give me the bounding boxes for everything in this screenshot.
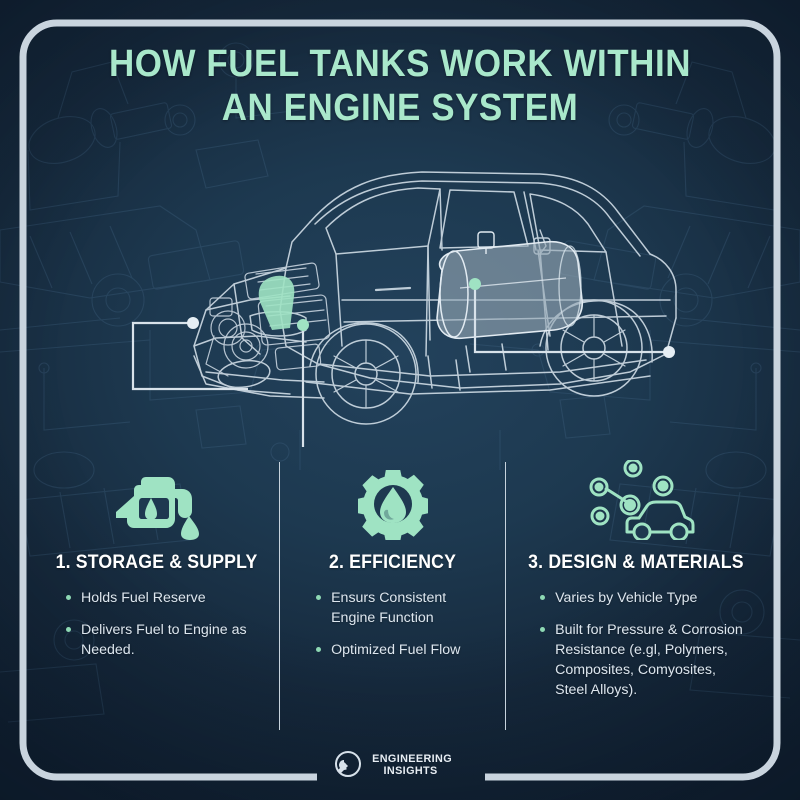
column-2-heading: 2. EFFICIENCY	[329, 552, 457, 573]
list-item: Ensurs Consistent Engine Function	[316, 588, 489, 628]
list-item: Built for Pressure & Corrosion Resistanc…	[540, 620, 750, 700]
list-item: Holds Fuel Reserve	[66, 588, 263, 608]
fuel-nozzle-icon	[48, 462, 265, 540]
molecule-car-icon	[520, 460, 752, 540]
title-line-2: AN ENGINE SYSTEM	[221, 87, 579, 129]
column-storage-supply: 1. STORAGE & SUPPLY Holds Fuel Reserve D…	[34, 462, 279, 730]
column-design-materials: 3. DESIGN & MATERIALS Varies by Vehicle …	[505, 460, 766, 730]
car-cutaway-illustration	[193, 171, 677, 425]
column-efficiency: 2. EFFICIENCY Ensurs Consistent Engine F…	[279, 462, 505, 730]
page-title: HOW FUEL TANKS WORK WITHIN AN ENGINE SYS…	[32, 42, 768, 130]
brand-line-2: INSIGHTS	[383, 765, 438, 777]
brand-name: ENGINEERING INSIGHTS	[372, 753, 452, 778]
list-item: Delivers Fuel to Engine as Needed.	[66, 620, 263, 660]
column-3-bullets: Varies by Vehicle Type Built for Pressur…	[520, 588, 752, 700]
title-line-1: HOW FUEL TANKS WORK WITHIN	[108, 43, 692, 85]
gear-droplet-icon	[294, 462, 491, 540]
column-2-bullets: Ensurs Consistent Engine Function Optimi…	[294, 588, 491, 660]
list-item: Varies by Vehicle Type	[540, 588, 750, 608]
brand-line-1: ENGINEERING	[372, 752, 453, 765]
column-3-heading: 3. DESIGN & MATERIALS	[528, 552, 744, 573]
engine-hose-part	[258, 275, 295, 330]
column-1-heading: 1. STORAGE & SUPPLY	[55, 552, 258, 573]
list-item: Optimized Fuel Flow	[316, 640, 489, 660]
column-1-bullets: Holds Fuel Reserve Delivers Fuel to Engi…	[48, 588, 265, 660]
footer-logo: ENGINEERING INSIGHTS	[331, 748, 471, 782]
feature-columns: 1. STORAGE & SUPPLY Holds Fuel Reserve D…	[34, 460, 766, 730]
wrench-circle-icon	[335, 751, 361, 777]
